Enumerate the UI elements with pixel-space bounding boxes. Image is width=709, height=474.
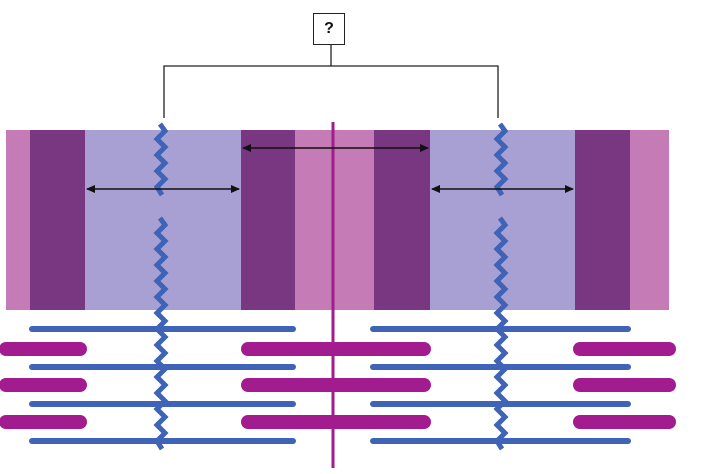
- z-line-right-lower: [493, 216, 509, 451]
- overlap-band-center-right: [374, 130, 430, 310]
- z-lines: [153, 122, 509, 451]
- z-line-right-upper: [493, 122, 509, 197]
- overlap-band-right: [575, 130, 630, 310]
- band-bar: [6, 130, 669, 310]
- z-line-left-upper: [153, 122, 169, 197]
- question-label-box: ?: [313, 13, 345, 45]
- overlap-band-left: [30, 130, 85, 310]
- thick-filaments: [0, 342, 676, 429]
- overlap-band-center-left: [241, 130, 295, 310]
- bracket-line: [163, 65, 499, 118]
- z-line-left-lower: [153, 216, 169, 451]
- measurement-arrows: [86, 144, 574, 193]
- outer-a-band-right: [630, 130, 669, 310]
- outer-a-band-left: [6, 130, 30, 310]
- sarcomere-bracket: [163, 45, 499, 118]
- question-label: ?: [324, 20, 334, 37]
